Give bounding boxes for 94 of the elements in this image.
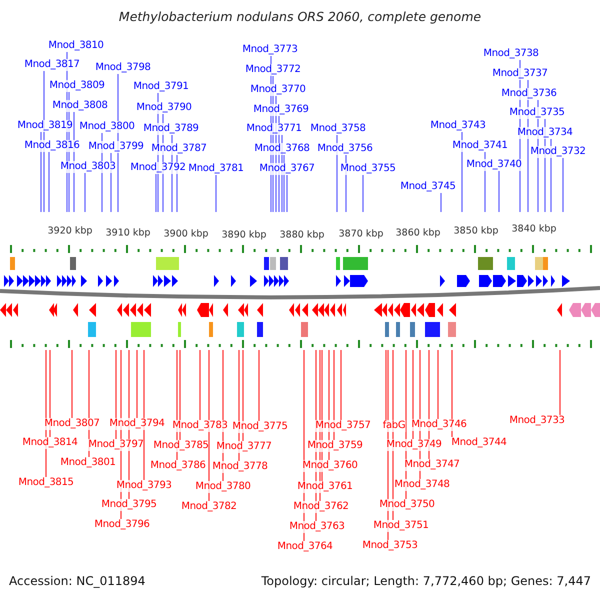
gene-label: Mnod_3807 — [44, 418, 100, 430]
gene-label: Mnod_3794 — [109, 418, 165, 430]
leader-line — [48, 152, 50, 212]
gene-label: Mnod_3792 — [130, 162, 186, 174]
gene-label: Mnod_3772 — [245, 64, 301, 76]
gene-label: Mnod_3793 — [116, 480, 172, 492]
gene-label: Mnod_3777 — [216, 441, 272, 453]
gene-label: Mnod_3773 — [242, 44, 298, 56]
gene-label: Mnod_3741 — [452, 140, 508, 152]
scale-label: 3910 kbp — [106, 228, 150, 238]
gene-label: Mnod_3787 — [151, 143, 207, 155]
gene-label: Mnod_3749 — [386, 439, 442, 451]
leader-line — [242, 350, 244, 442]
gene-label: Mnod_3770 — [250, 84, 306, 96]
gene-label: Mnod_3778 — [212, 461, 268, 473]
gene-label: Mnod_3768 — [254, 143, 310, 155]
gene-label: Mnod_3747 — [404, 459, 460, 471]
gene-label: Mnod_3758 — [310, 123, 366, 135]
scale-label: 3880 kbp — [280, 230, 324, 240]
leader-line — [258, 350, 260, 422]
leader-line — [498, 170, 500, 212]
gene-label: Mnod_3797 — [88, 439, 144, 451]
gene-label: Mnod_3790 — [136, 102, 192, 114]
scale-label: 3870 kbp — [338, 228, 384, 240]
gene-label: Mnod_3816 — [24, 140, 80, 152]
scale-label: 3920 kbp — [48, 226, 92, 236]
gene-label: Mnod_3782 — [181, 501, 237, 513]
gene-label: Mnod_3817 — [24, 59, 80, 71]
gene-label: Mnod_3762 — [293, 501, 349, 513]
gene-label: Mnod_3737 — [492, 68, 548, 80]
gene-label: Mnod_3785 — [153, 440, 209, 452]
leader-line — [84, 172, 86, 212]
leader-line — [412, 350, 414, 440]
gene-label: Mnod_3732 — [530, 146, 586, 158]
gene-label: Mnod_3750 — [379, 499, 435, 511]
gene-label: Mnod_3745 — [400, 181, 456, 193]
leader-line — [362, 174, 364, 212]
gene-label: Mnod_3814 — [22, 437, 78, 449]
gene-label: Mnod_3781 — [188, 163, 244, 175]
gene-label: Mnod_3786 — [150, 460, 206, 472]
leader-line — [340, 350, 342, 420]
leader-line — [440, 192, 442, 212]
title: Methylobacterium nodulans ORS 2060, complete genome — [118, 9, 482, 24]
gene-label: Mnod_3736 — [501, 88, 557, 100]
gene-label: Mnod_3733 — [509, 415, 565, 427]
gene-label: Mnod_3780 — [195, 481, 251, 493]
gene-label: Mnod_3771 — [246, 123, 302, 135]
gene-label: Mnod_3798 — [95, 62, 151, 74]
gene-label: Mnod_3819 — [17, 120, 73, 132]
gene-label: Mnod_3746 — [411, 419, 467, 431]
gene-label: Mnod_3761 — [297, 481, 353, 493]
gene-label: Mnod_3751 — [373, 520, 429, 532]
gene-label: Mnod_3743 — [430, 120, 486, 132]
gene-label: fabG — [382, 420, 406, 432]
leader-line — [562, 158, 564, 212]
gene-label: Mnod_3759 — [307, 440, 363, 452]
scale-label: 3890 kbp — [222, 230, 266, 240]
gene-label: Mnod_3735 — [509, 107, 565, 119]
leader-line — [286, 174, 288, 212]
scale-label: 3840 kbp — [512, 224, 556, 234]
gene-label: Mnod_3795 — [101, 499, 157, 511]
gene-label: Mnod_3815 — [18, 477, 74, 489]
gene-label: Mnod_3775 — [232, 421, 288, 433]
gene-label: Mnod_3767 — [259, 163, 315, 175]
gene-label: Mnod_3801 — [60, 457, 116, 469]
gene-label: Mnod_3734 — [517, 127, 573, 139]
gene-label: Mnod_3803 — [60, 161, 116, 173]
gene-label: Mnod_3763 — [289, 521, 345, 533]
gene-label: Mnod_3796 — [94, 519, 150, 531]
gene-label: Mnod_3740 — [466, 159, 522, 171]
gene-label: Mnod_3789 — [143, 123, 199, 135]
gene-label: Mnod_3769 — [253, 104, 309, 116]
gene-label: Mnod_3756 — [317, 143, 373, 155]
gene-label: Mnod_3760 — [302, 460, 358, 472]
scale-label: 3850 kbp — [454, 226, 498, 236]
genome-summary: Topology: circular; Length: 7,772,460 bp; Genes: 7,447 — [261, 574, 591, 588]
accession-note: Accession: NC_011894 — [9, 574, 146, 588]
scale-label: 3900 kbp — [164, 228, 208, 240]
gene-label: Mnod_3753 — [362, 540, 418, 552]
gene-label: Mnod_3755 — [340, 163, 396, 175]
gene-label: Mnod_3748 — [394, 479, 450, 491]
gene-label: Mnod_3799 — [88, 141, 144, 153]
gene-label: Mnod_3791 — [133, 81, 189, 93]
gene-label: Mnod_3810 — [48, 40, 104, 52]
gene-label: Mnod_3744 — [451, 437, 507, 449]
leader-line — [136, 350, 138, 418]
gene-label: Mnod_3808 — [52, 100, 108, 112]
scale-label: 3860 kbp — [396, 228, 440, 238]
gene-label: Mnod_3783 — [172, 420, 228, 432]
gene-label: Mnod_3757 — [315, 420, 371, 432]
gene-label: Mnod_3809 — [49, 80, 105, 92]
gene-label: Mnod_3800 — [79, 121, 135, 133]
gene-label: Mnod_3764 — [277, 541, 333, 553]
gene-label: Mnod_3738 — [483, 48, 539, 60]
